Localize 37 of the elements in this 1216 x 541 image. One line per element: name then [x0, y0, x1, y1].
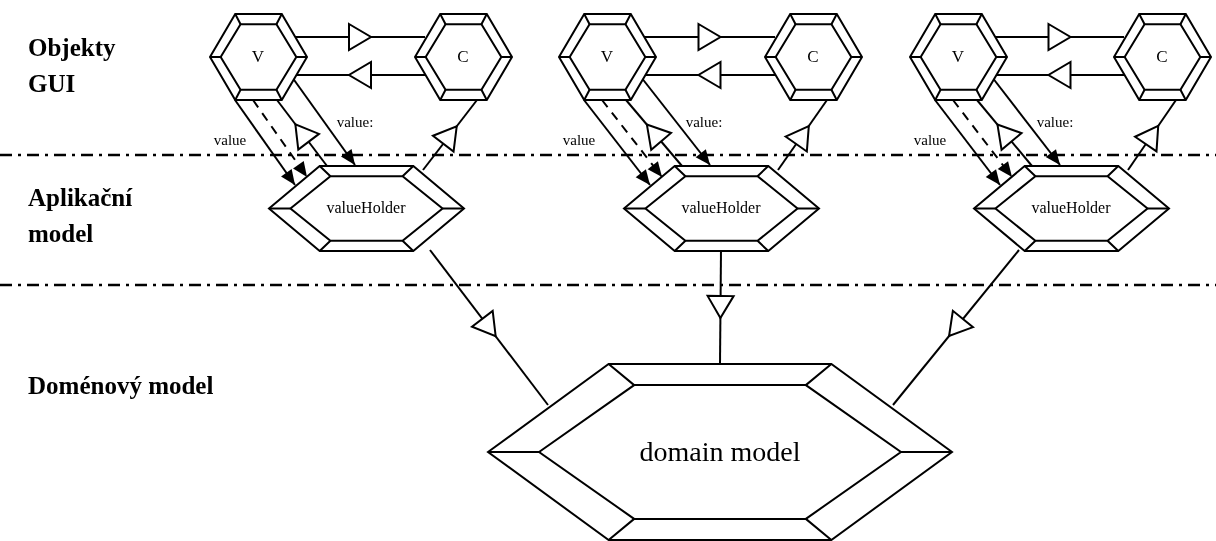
- node-label: V: [600, 47, 614, 67]
- dashed-arrow: [952, 99, 1013, 178]
- layer-label: Aplikační model: [28, 183, 134, 249]
- dashed-arrow: [601, 99, 663, 178]
- message-arrow: [706, 249, 735, 365]
- arrow: [234, 99, 296, 186]
- edge-label: value:: [684, 114, 724, 130]
- layer-label: Objekty GUI: [28, 33, 117, 99]
- message-arrow: [625, 99, 683, 167]
- node-label: V: [251, 47, 265, 67]
- arrow: [583, 99, 651, 186]
- edge-label: value: [561, 132, 597, 148]
- message-arrow: [276, 99, 328, 167]
- node-label: C: [807, 47, 819, 67]
- node-label: C: [457, 47, 469, 67]
- layer-label: Doménový model: [28, 371, 215, 401]
- edge-label: value:: [335, 114, 375, 130]
- arrow: [934, 99, 1001, 186]
- message-arrow: [643, 23, 776, 51]
- edge-label: value:: [1035, 114, 1075, 130]
- node-label: C: [1156, 47, 1168, 67]
- edge-label: value: [212, 132, 248, 148]
- message-arrow: [422, 99, 478, 171]
- message-arrow: [429, 249, 549, 406]
- message-arrow: [976, 99, 1033, 167]
- node-label: valueHolder: [681, 199, 761, 217]
- dashed-arrow: [252, 99, 308, 178]
- node-label: valueHolder: [326, 199, 406, 217]
- node-label: valueHolder: [1031, 199, 1111, 217]
- edge-label: value: [912, 132, 948, 148]
- message-arrow: [1127, 99, 1177, 171]
- node-label: V: [951, 47, 965, 67]
- message-arrow: [777, 99, 828, 171]
- message-arrow: [994, 23, 1125, 51]
- message-arrow: [294, 23, 426, 51]
- node-label: domain model: [639, 436, 801, 468]
- message-arrow: [892, 249, 1020, 406]
